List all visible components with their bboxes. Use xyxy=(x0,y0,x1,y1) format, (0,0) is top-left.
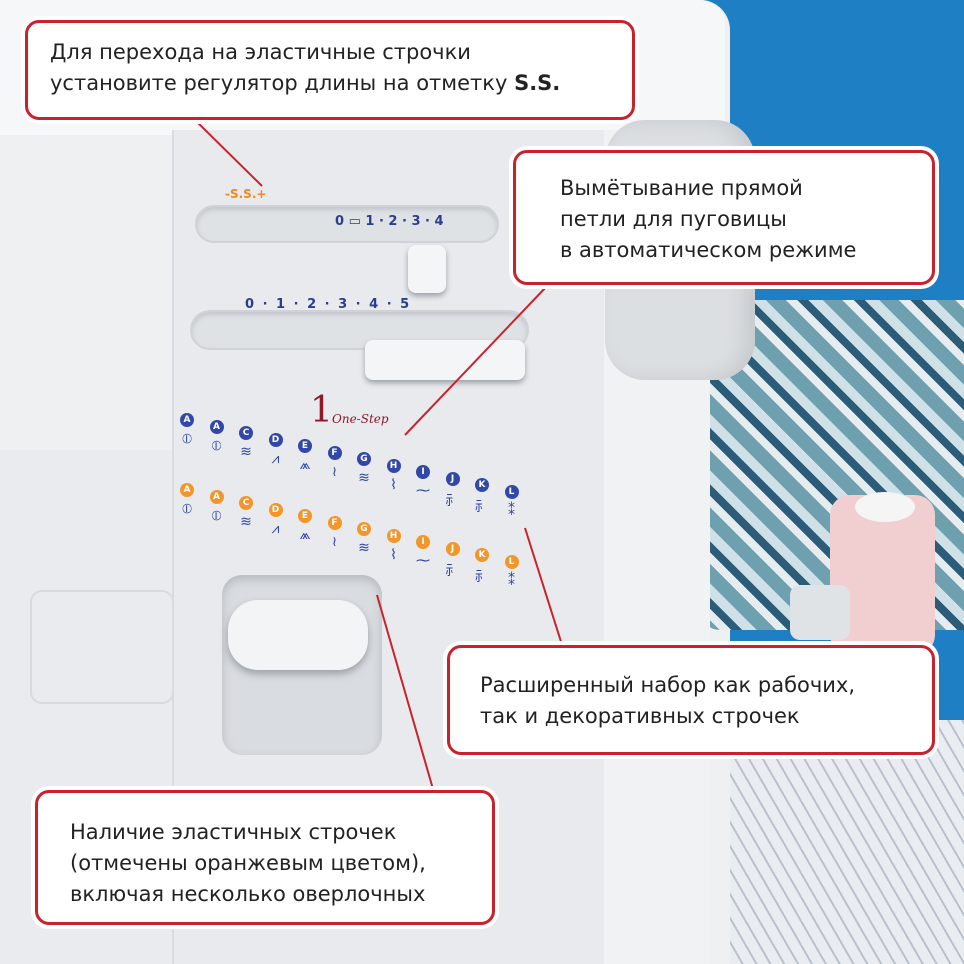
stitch-badge-c: C xyxy=(239,426,253,440)
stitch-badge-d: D xyxy=(268,432,283,447)
stitch-badge-c: C xyxy=(239,496,253,510)
stitch-badge-a: A xyxy=(180,483,194,497)
stitch-pattern-icon: ⩘ xyxy=(271,450,280,467)
callout-line: Для перехода на эластичные строчки xyxy=(50,40,471,64)
stitch-badge-a: A xyxy=(209,489,224,504)
callout-ss-mark: Для перехода на эластичные строчки устан… xyxy=(25,20,635,120)
stitch-pattern-icon: ⁑ xyxy=(508,572,515,589)
stitch-pattern-icon: ⦶ xyxy=(181,501,193,517)
stitch-badge-h: H xyxy=(386,458,401,473)
stitch-badge-e: E xyxy=(298,509,312,523)
callout-line: Расширенный набор как рабочих, xyxy=(480,673,856,697)
stitch-badge-k: K xyxy=(475,548,489,562)
stitch-badge-e: E xyxy=(298,439,312,453)
stitch-badge-a: A xyxy=(180,413,194,427)
stitch-badge-g: G xyxy=(357,522,371,536)
one-step-logo: 1 One-Step xyxy=(310,390,400,440)
stitch-pattern-icon: ≋ xyxy=(358,470,370,486)
callout-line: в автоматическом режиме xyxy=(560,238,857,262)
stitch-badge-f: F xyxy=(327,445,342,460)
stitch-badge-f: F xyxy=(327,515,342,530)
stitch-pattern-icon: ⦶ xyxy=(211,437,222,454)
stitch-pattern-icon: ⁑ xyxy=(508,502,515,519)
stitch-badge-g: G xyxy=(357,452,371,466)
stitch-pattern-icon: ⁓ xyxy=(416,553,430,569)
stitch-pattern-icon: ≀ xyxy=(331,463,338,480)
stitch-pattern-icon: ≋ xyxy=(358,540,370,556)
stitch-badge-l: L xyxy=(504,484,519,499)
stitch-pattern-icon: ⺬ xyxy=(475,499,489,515)
stitch-badge-a: A xyxy=(209,419,224,434)
stitch-length-regulator[interactable] xyxy=(408,245,446,293)
stitch-pattern-icon: ⩘ xyxy=(271,520,280,537)
leader-line-elastic xyxy=(376,594,436,797)
stitch-badge-j: J xyxy=(445,541,460,556)
stitch-pattern-icon: ⩕ xyxy=(299,457,311,473)
logo-digit: 1 xyxy=(310,390,333,431)
length-scale: 0 ▭ 1 · 2 · 3 · 4 xyxy=(335,214,444,229)
stitch-badge-k: K xyxy=(475,478,489,492)
stitch-pattern-icon: ⩕ xyxy=(299,527,311,543)
leader-line-buttonhole xyxy=(404,284,549,436)
stitch-length-slot xyxy=(195,205,499,243)
callout-line: включая несколько оверлочных xyxy=(70,882,426,906)
callout-line: Вымётывание прямой xyxy=(560,176,803,200)
callout-buttonhole: Вымётывание прямой петли для пуговицы в … xyxy=(513,150,935,285)
callout-line: установите регулятор длины на отметку S.… xyxy=(50,68,632,99)
callout-bold: S.S. xyxy=(514,71,561,95)
stitch-width-regulator[interactable] xyxy=(365,340,525,380)
leader-line-ss xyxy=(194,119,263,187)
stitch-pattern-icon: ⁓ xyxy=(416,483,430,499)
leader-line-stitches xyxy=(524,527,564,649)
stitch-pattern-icon: ≀ xyxy=(331,533,338,550)
stitch-badge-d: D xyxy=(268,502,283,517)
stitch-badge-i: I xyxy=(416,465,430,479)
callout-line: (отмечены оранжевым цветом), xyxy=(70,851,426,875)
stitch-pattern-icon: ⦶ xyxy=(211,507,222,524)
stitch-pattern-icon: ⌇ xyxy=(390,476,397,493)
stitch-pattern-icon: ⺬ xyxy=(445,562,460,579)
callout-line: петли для пуговицы xyxy=(560,207,787,231)
spool-top xyxy=(855,492,915,522)
logo-text: One-Step xyxy=(332,412,389,426)
callout-elastic-stitches: Наличие эластичных строчек (отмечены ора… xyxy=(35,790,495,925)
stitch-badge-i: I xyxy=(416,535,430,549)
stitch-pattern-icon: ⌇ xyxy=(390,546,397,563)
stitch-pattern-icon: ⺬ xyxy=(475,569,489,585)
pattern-selector-dial[interactable] xyxy=(228,600,368,670)
width-scale: 0 · 1 · 2 · 3 · 4 · 5 xyxy=(245,297,412,312)
stitch-pattern-icon: ⦶ xyxy=(181,431,193,447)
callout-line: Наличие эластичных строчек xyxy=(70,820,397,844)
callout-stitch-set: Расширенный набор как рабочих, так и дек… xyxy=(447,645,935,755)
stitch-pattern-icon: ≋ xyxy=(240,514,252,530)
callout-text: установите регулятор длины на отметку xyxy=(50,71,515,95)
stitch-pattern-icon: ≋ xyxy=(240,444,252,460)
stitch-badge-h: H xyxy=(386,528,401,543)
thread-spool-grey xyxy=(790,585,850,640)
callout-line: так и декоративных строчек xyxy=(480,704,800,728)
stitch-pattern-icon: ⺬ xyxy=(445,492,460,509)
stitch-badge-j: J xyxy=(445,471,460,486)
folded-fabric xyxy=(730,720,964,964)
stitch-badge-l: L xyxy=(504,554,519,569)
ss-mark: -S.S.+ xyxy=(225,187,267,201)
